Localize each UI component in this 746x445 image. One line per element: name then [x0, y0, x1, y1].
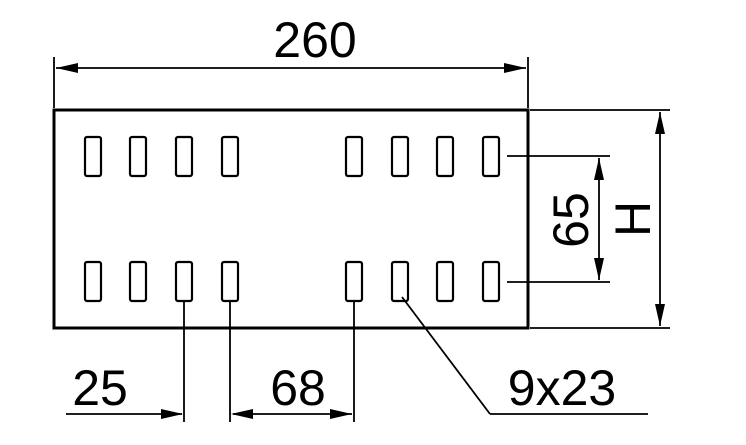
slot [390, 135, 410, 178]
slot [83, 135, 103, 178]
dimension-label-slot-row-spacing: 65 [543, 192, 599, 248]
tray-outline [52, 108, 530, 330]
dimension-label-height: H [605, 201, 661, 237]
slot [390, 260, 410, 303]
slot-row-lower [83, 260, 501, 303]
slot [174, 135, 194, 178]
slot [174, 260, 194, 303]
dimension-label-edge-pitch: 25 [72, 360, 128, 416]
dimension-label-group-gap: 68 [270, 360, 326, 416]
arrow-head [594, 158, 604, 180]
arrow-head [594, 258, 604, 280]
slot [435, 135, 455, 178]
callout-slot-size: 9x23 [401, 296, 648, 416]
dimension-edge-pitch: 25 [66, 301, 253, 422]
slot [220, 260, 240, 303]
dimension-group-gap: 68 [233, 301, 355, 422]
dimension-height: H [530, 109, 670, 329]
dimension-label-slot-size: 9x23 [508, 360, 616, 416]
slot [481, 260, 501, 303]
slot [435, 260, 455, 303]
slot [344, 135, 364, 178]
dimension-label-total-length: 260 [273, 12, 356, 68]
slot [128, 135, 148, 178]
arrow-head [655, 112, 665, 134]
arrow-head [56, 63, 78, 73]
dimension-total-length: 260 [53, 12, 529, 108]
slot [220, 135, 240, 178]
arrow-head [655, 304, 665, 326]
slot [481, 135, 501, 178]
arrow-head [161, 409, 183, 419]
leader-line [401, 296, 491, 415]
slot-row-upper [83, 135, 501, 178]
slot [83, 260, 103, 303]
dimension-slot-row-spacing: 65 [507, 155, 610, 283]
slot [344, 260, 364, 303]
slot [128, 260, 148, 303]
arrow-head [504, 63, 526, 73]
arrow-head [330, 409, 352, 419]
